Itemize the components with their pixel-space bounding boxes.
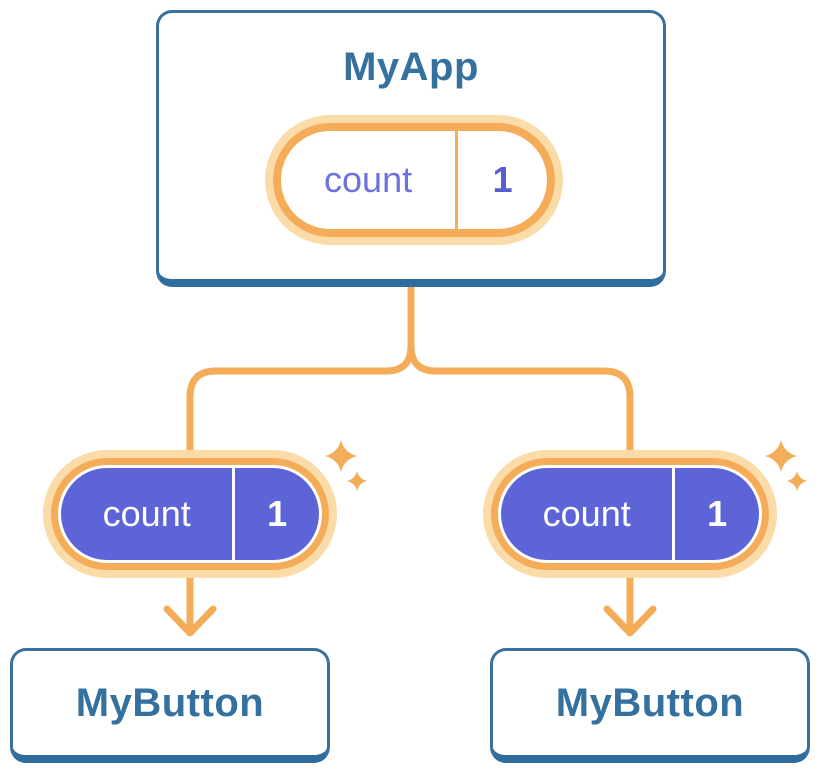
component-title: MyApp: [343, 45, 479, 89]
component-title: MyButton: [555, 680, 745, 725]
state-pill-root: count 1: [265, 115, 563, 245]
state-pill-child-right: count 1: [483, 450, 777, 578]
arrow-head: [163, 605, 217, 637]
component-node-myapp: MyApp count 1: [156, 10, 666, 287]
state-name: count: [542, 493, 631, 534]
component-title-row: MyApp: [159, 45, 663, 98]
state-name: count: [324, 159, 413, 200]
state-value: 1: [492, 159, 513, 200]
sparkle-small: [347, 471, 367, 491]
state-name: count: [102, 493, 191, 534]
state-value: 1: [267, 493, 288, 534]
sparkle-icon: [325, 440, 367, 491]
state-pill-ring: count 1: [273, 123, 555, 237]
state-value: 1: [707, 493, 728, 534]
sparkle-icon: [765, 440, 807, 491]
component-node-mybutton-left: MyButton: [10, 648, 330, 763]
component-title: MyButton: [75, 680, 265, 725]
branch-connector-left: [186, 345, 415, 460]
arrow-down-left: [163, 568, 217, 637]
pill-divider: [232, 468, 236, 560]
state-pill-child-left: count 1: [43, 450, 337, 578]
state-pill-body: count 1: [61, 468, 319, 560]
sparkle-big: [765, 440, 797, 472]
state-pill-ring: count 1: [491, 458, 769, 570]
branch-connector-right: [407, 345, 634, 460]
sparkle-big: [325, 440, 357, 472]
arrow-down-right: [603, 568, 657, 637]
pill-divider: [672, 468, 676, 560]
arrow-head: [603, 605, 657, 637]
state-pill-body: count 1: [501, 468, 759, 560]
pill-divider: [455, 131, 459, 229]
component-node-mybutton-right: MyButton: [490, 648, 810, 763]
sparkle-small: [787, 471, 807, 491]
state-pill-ring: count 1: [51, 458, 329, 570]
